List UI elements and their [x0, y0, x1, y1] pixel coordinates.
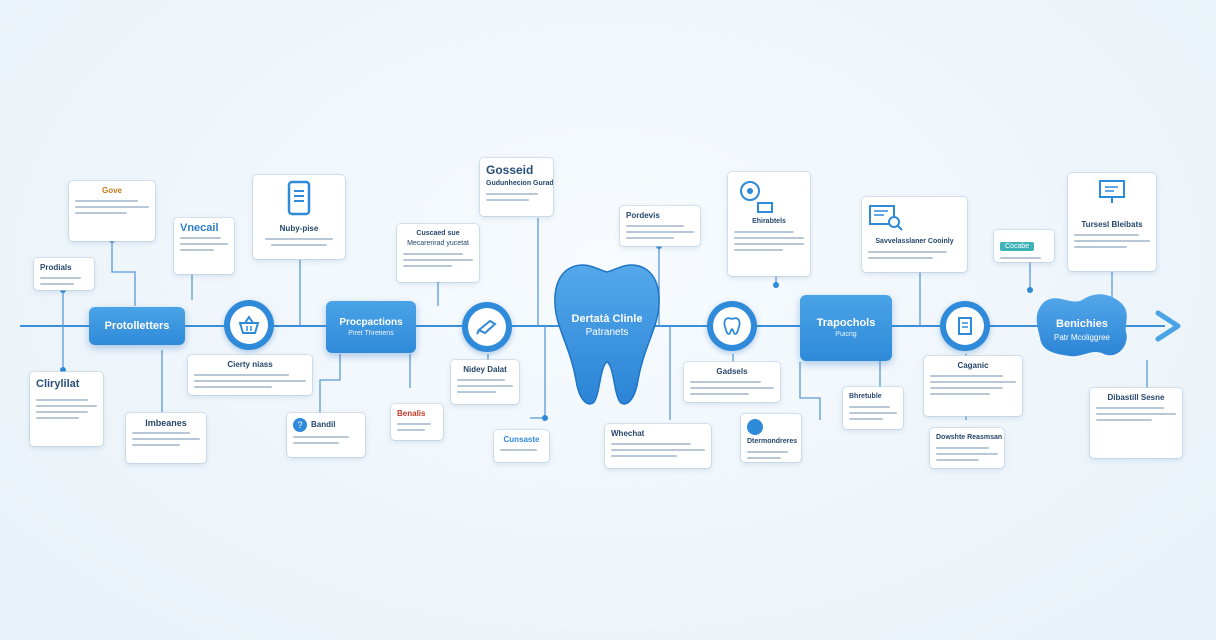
tooth-icon[interactable] [550, 262, 664, 408]
card-title: Nidey Dalat [463, 365, 507, 374]
card-clityilat: Clirylilat [30, 372, 103, 446]
stage-node-tooth-tool[interactable] [462, 302, 512, 352]
card-gove: Gove [69, 181, 155, 241]
card-dermonderes: Dtermondreres [741, 414, 801, 462]
card-title: Nuby-pise [279, 224, 319, 233]
card-gunnelid: Gosseid Gudunhecion Gurad [480, 158, 553, 216]
card-ehirabtels: Ehirabtels [728, 172, 810, 276]
stage-title: Procpactions [339, 316, 403, 328]
stage-4-label: Benichies Patr Mcoliggree [1053, 318, 1111, 342]
stage-box-3[interactable]: Trapochols Puicrig [800, 295, 892, 361]
card-benalis: Benalis [391, 404, 443, 440]
stage-box-1[interactable]: Protolletters [89, 307, 185, 345]
card-sencer-rsing: Savvelasslaner Cooinly [862, 197, 967, 272]
card-dibastill-sesne: Dibastill Sesne [1090, 388, 1182, 458]
card-subtitle: Gudunhecion Gurad [486, 180, 553, 187]
card-title: Ehirabtels [752, 218, 786, 225]
card-caganic: Caganic [924, 356, 1022, 416]
card-title: Imbeanes [145, 418, 187, 428]
card-title: Gove [101, 186, 122, 195]
document-icon [946, 307, 984, 345]
card-title: Gadsels [716, 367, 748, 376]
card-title: Dowshte Reasmsan [936, 434, 1003, 441]
ccoabe-badge: Cocabe [1000, 242, 1035, 251]
timeline-arrow [1155, 310, 1181, 342]
card-title: Bandil [311, 420, 336, 429]
card-vnecal: Vnecail [174, 218, 234, 274]
stage-box-2[interactable]: Procpactions Piret Thretiens [326, 301, 416, 353]
card-title: Dtermondreres [747, 438, 798, 445]
card-pordevis: Pordevis [620, 206, 700, 246]
tablet-icon [259, 180, 339, 216]
card-doeshle-racusan: Dowshte Reasmsan [930, 428, 1004, 468]
card-title: Clirylilat [36, 378, 80, 390]
card-cussaid: Cuscaed sue Mecarerirad yucetat [397, 224, 479, 282]
card-title: Cuscaed sue [416, 230, 460, 237]
card-ccoabe: Cocabe [994, 230, 1054, 262]
card-title: Prodials [40, 263, 72, 272]
card-subtitle: Mecarerirad yucetat [407, 240, 469, 247]
magnifier-document-icon [868, 202, 961, 237]
card-bhretubli: Bhretuble [843, 387, 903, 429]
card-gudesels: Gadsels [684, 362, 780, 402]
card-title: Bhretuble [849, 393, 882, 400]
card-prodials: Prodials [34, 258, 94, 290]
card-whahet: Whechat [605, 424, 711, 468]
stage-title: Trapochols [816, 316, 876, 329]
stage-subtitle: Puicrig [835, 330, 857, 338]
card-nubypise: Nuby-pise [253, 175, 345, 259]
gears-icon [734, 177, 804, 217]
card-cerousit: Cunsaste [494, 430, 549, 462]
card-title: Benalis [397, 409, 426, 418]
presentation-icon [1074, 178, 1150, 206]
stage-blob-4[interactable] [1034, 294, 1130, 360]
card-title: Tursesl Bleibats [1081, 220, 1143, 229]
basket-icon [230, 306, 268, 344]
card-tursesl-bleibats: Tursesl Bleibats [1068, 173, 1156, 271]
card-title: Cierty niass [227, 360, 273, 369]
card-title: Whechat [611, 429, 645, 438]
card-title: Caganic [957, 361, 989, 370]
card-bandil: ? Bandil [287, 413, 365, 457]
stage-subtitle: Piret Thretiens [348, 329, 394, 337]
stage-node-document[interactable] [940, 301, 990, 351]
dental-tool-icon [468, 308, 506, 346]
center-title: Dertatà Clinle Patranets [571, 313, 643, 338]
stage-node-basket[interactable] [224, 300, 274, 350]
stage-node-tooth[interactable] [707, 301, 757, 351]
card-cletyrass: Cierty niass [188, 355, 312, 395]
card-inbeanes: Imbeanes [126, 413, 206, 463]
card-title: Vnecail [180, 222, 219, 234]
card-title: Dibastill Sesne [1107, 393, 1165, 402]
tooth-outline-icon [713, 307, 751, 345]
card-title: Cunsaste [503, 435, 540, 444]
card-title: Gosseid [486, 163, 534, 177]
info-icon: ? [293, 418, 307, 432]
card-nideydalat: Nidey Dalat [451, 360, 519, 404]
card-title: Pordevis [626, 211, 660, 220]
shield-icon [747, 419, 763, 435]
card-title: Savvelasslaner Cooinly [875, 238, 954, 245]
stage-title: Protolletters [104, 319, 170, 332]
